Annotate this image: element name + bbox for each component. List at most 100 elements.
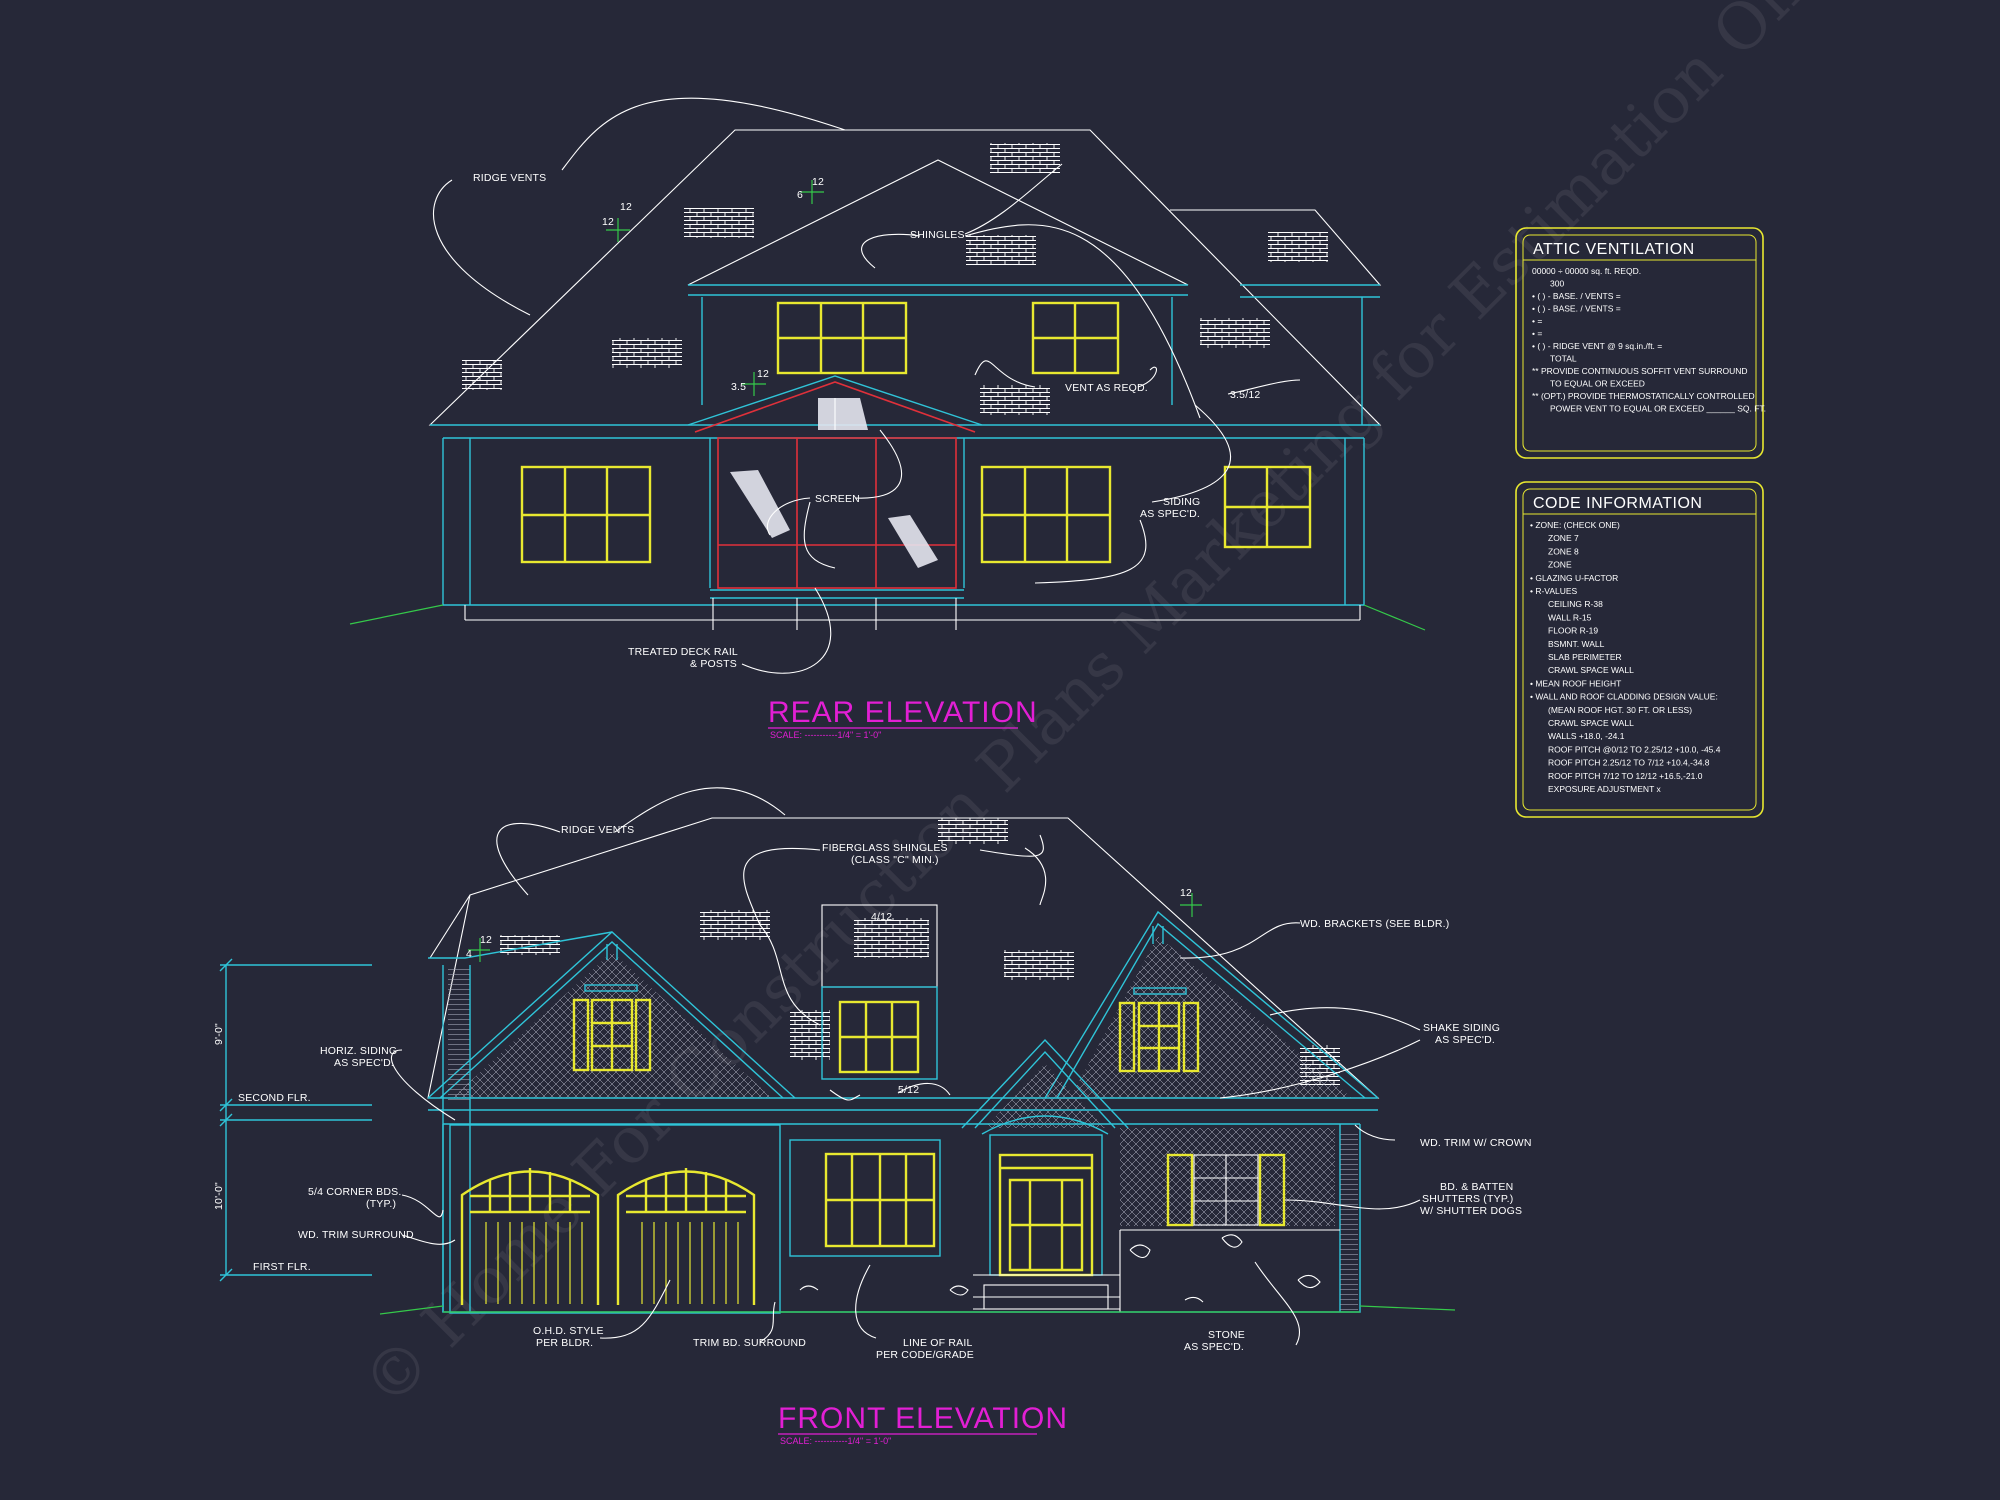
front-ridge-vents-label: RIDGE VENTS — [561, 824, 634, 836]
rear-window-center — [980, 465, 1112, 564]
rear-grade-line — [349, 604, 1426, 631]
code-line: (MEAN ROOF HGT. 30 FT. OR LESS) — [1548, 705, 1692, 715]
shingle-hatch — [700, 910, 770, 940]
attic-line: • = — [1532, 316, 1542, 326]
trim-bd-label: TRIM BD. SURROUND — [693, 1337, 806, 1349]
rear-siding-label: SIDING — [1163, 496, 1200, 508]
shake-siding-label: AS SPEC'D. — [1435, 1034, 1495, 1046]
shingle-hatch — [612, 338, 682, 368]
rear-elevation-title: REAR ELEVATION — [768, 696, 1038, 729]
attic-line: • = — [1532, 329, 1542, 339]
line-of-rail-label: LINE OF RAIL — [903, 1337, 973, 1349]
code-line: • R-VALUES — [1530, 586, 1578, 596]
code-line: CRAWL SPACE WALL — [1548, 718, 1634, 728]
shingle-hatch — [1268, 232, 1328, 262]
shutters-label: BD. & BATTEN — [1440, 1181, 1513, 1193]
front-main-roof — [427, 817, 1380, 1099]
corner-bds-label: (TYP.) — [366, 1198, 396, 1210]
code-line: • WALL AND ROOF CLADDING DESIGN VALUE: — [1530, 692, 1718, 702]
code-line: ZONE — [1548, 560, 1572, 570]
code-line: BSMNT. WALL — [1548, 639, 1605, 649]
attic-line: • ( ) - BASE. / VENTS = — [1532, 304, 1621, 314]
line-of-rail-label: PER CODE/GRADE — [876, 1349, 974, 1361]
attic-line: ** PROVIDE CONTINUOUS SOFFIT VENT SURROU… — [1532, 366, 1748, 376]
front-elevation-title: FRONT ELEVATION — [778, 1402, 1068, 1435]
pitch-label: 4 — [466, 948, 472, 960]
front-grade-line — [379, 1305, 1456, 1315]
wd-trim-label: WD. TRIM SURROUND — [298, 1229, 414, 1241]
pitch-label: 12 — [620, 201, 632, 213]
rear-upper-roof — [687, 159, 1189, 286]
front-entry-door — [973, 1115, 1120, 1310]
pitch-label: 12 — [1180, 887, 1192, 899]
front-leaders — [390, 787, 1421, 1346]
rear-screen-porch — [709, 437, 965, 630]
pitch-label: 12 — [480, 934, 492, 946]
attic-lines: 00000 ÷ 00000 sq. ft. REQD. 300 • ( ) - BA… — [1532, 266, 1766, 414]
attic-line: 00000 ÷ 00000 sq. ft. REQD. — [1532, 266, 1641, 276]
front-eave-band — [428, 1097, 1378, 1125]
attic-line: ** (OPT.) PROVIDE THERMOSTATICALLY CONTR… — [1532, 391, 1755, 401]
rear-deck-label: TREATED DECK RAIL — [628, 646, 738, 658]
horiz-siding-label: AS SPEC'D. — [334, 1057, 394, 1069]
rear-deck-label: & POSTS — [690, 658, 737, 670]
shingle-hatch — [500, 935, 560, 955]
first-floor-label: FIRST FLR. — [253, 1261, 311, 1273]
rear-window-left — [520, 465, 652, 564]
rear-upper-window-left — [776, 301, 908, 375]
pitch-label: 5/12 — [898, 1084, 919, 1096]
fiberglass-label: FIBERGLASS SHINGLES — [822, 842, 948, 854]
code-line: SLAB PERIMETER — [1548, 652, 1622, 662]
shingle-hatch — [966, 235, 1036, 265]
ohd-label: PER BLDR. — [536, 1337, 593, 1349]
shingle-hatch — [684, 208, 754, 238]
code-line: WALLS +18.0, -24.1 — [1548, 731, 1625, 741]
attic-line: TOTAL — [1550, 354, 1577, 364]
stone-label: STONE — [1208, 1329, 1245, 1341]
rear-elevation: 12 12 6 12 12 3.5 RIDGE VENTS SHINGLES V… — [349, 97, 1426, 740]
shingle-hatch — [1200, 318, 1270, 348]
front-left-hip — [428, 931, 613, 959]
pitch-label: 6 — [797, 189, 803, 201]
front-dormer: 4/12 — [821, 904, 938, 1080]
shingle-hatch — [462, 360, 502, 390]
code-line: EXPOSURE ADJUSTMENT x — [1548, 784, 1661, 794]
front-scale: SCALE: -----------1/4" = 1'-0" — [780, 1436, 891, 1446]
rear-pitch-label: 3.5/12 — [1230, 389, 1260, 401]
front-center-window — [789, 1139, 941, 1257]
attic-line: 300 — [1550, 279, 1564, 289]
shingle-hatch — [938, 818, 1008, 844]
code-line: • ZONE: (CHECK ONE) — [1530, 520, 1620, 530]
pitch-label: 12 — [757, 368, 769, 380]
stone-label: AS SPEC'D. — [1184, 1341, 1244, 1353]
horiz-siding-label: HORIZ. SIDING — [320, 1045, 397, 1057]
attic-title: ATTIC VENTILATION — [1533, 241, 1695, 258]
pitch-label: 12 — [812, 176, 824, 188]
shake-siding-label: SHAKE SIDING — [1423, 1022, 1500, 1034]
rear-siding-label: AS SPEC'D. — [1140, 508, 1200, 520]
shingle-hatch — [990, 143, 1060, 173]
dim-lower-label: 10'-0" — [213, 1182, 225, 1210]
front-elevation: 4/12 — [213, 787, 1532, 1446]
rear-scale: SCALE: -----------1/4" = 1'-0" — [770, 730, 881, 740]
front-right-gable — [1044, 910, 1379, 1099]
attic-line: • ( ) - RIDGE VENT @ 9 sq.in./ft. = — [1532, 341, 1662, 351]
shutters-label: SHUTTERS (TYP.) — [1422, 1193, 1513, 1205]
code-line: • MEAN ROOF HEIGHT — [1530, 678, 1621, 688]
code-line: ROOF PITCH 2.25/12 TO 7/12 +10.4,-34.8 — [1548, 758, 1710, 768]
code-line: CEILING R-38 — [1548, 599, 1603, 609]
code-line: ROOF PITCH @0/12 TO 2.25/12 +10.0, -45.4 — [1548, 744, 1721, 754]
code-line: WALL R-15 — [1548, 612, 1592, 622]
front-right-window — [1166, 1153, 1286, 1227]
front-garage-doors — [449, 1124, 781, 1314]
pitch-label: 3.5 — [731, 381, 746, 393]
front-stone-base — [799, 1229, 1340, 1312]
rear-shingles-label: SHINGLES — [910, 229, 965, 241]
dormer-pitch-label: 4/12 — [871, 911, 892, 923]
wd-trim-crown-label: WD. TRIM W/ CROWN — [1420, 1137, 1532, 1149]
fiberglass-label: (CLASS "C" MIN.) — [851, 854, 939, 866]
shingle-hatch — [980, 385, 1050, 415]
rear-ridge-vents-label: RIDGE VENTS — [473, 172, 546, 184]
